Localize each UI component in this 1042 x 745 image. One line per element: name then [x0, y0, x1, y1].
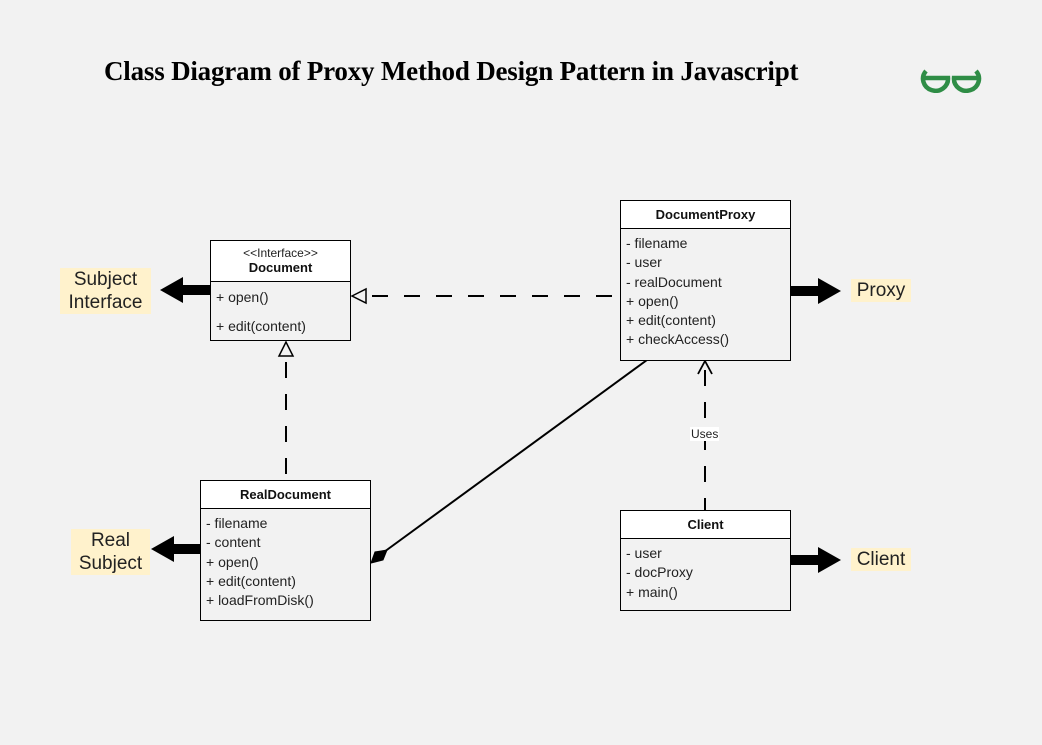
- composition-proxy-to-realdocument: [370, 359, 648, 564]
- class-member: - content: [206, 534, 261, 551]
- class-header: <<Interface>> Document: [211, 241, 350, 282]
- class-member: - realDocument: [626, 273, 722, 290]
- class-name: Client: [687, 517, 724, 532]
- class-member: - docProxy: [626, 564, 693, 581]
- uses-label: Uses: [690, 427, 720, 441]
- class-client[interactable]: Client - user - docProxy + main(): [620, 510, 791, 611]
- class-header: RealDocument: [201, 481, 370, 509]
- thick-arrow-realdocument-to-realsubject: [151, 536, 201, 562]
- class-member: + open(): [626, 292, 679, 309]
- class-name: RealDocument: [239, 487, 332, 502]
- class-document[interactable]: <<Interface>> Document + open() + edit(c…: [210, 240, 351, 341]
- class-member: - user: [626, 254, 662, 271]
- class-member: + edit(content): [206, 572, 296, 589]
- class-real-document[interactable]: RealDocument - filename - content + open…: [200, 480, 371, 621]
- class-member: + checkAccess(): [626, 331, 730, 348]
- label-subject-interface: Subject Interface: [60, 268, 151, 314]
- class-member: + open(): [206, 553, 259, 570]
- label-proxy: Proxy: [851, 279, 911, 302]
- thick-arrow-document-to-subject: [160, 277, 211, 303]
- diagram-title: Class Diagram of Proxy Method Design Pat…: [104, 56, 799, 86]
- class-member: + main(): [626, 583, 678, 600]
- thick-arrow-client-to-label: [790, 547, 841, 573]
- class-member: + loadFromDisk(): [206, 592, 314, 609]
- class-member: - filename: [206, 515, 268, 531]
- realization-realdocument-to-document: [277, 340, 295, 481]
- label-client: Client: [851, 548, 911, 571]
- class-header: DocumentProxy: [621, 201, 790, 229]
- class-header: Client: [621, 511, 790, 539]
- class-name: DocumentProxy: [655, 207, 756, 222]
- class-member: + edit(content): [216, 318, 306, 334]
- geeksforgeeks-logo-icon: [920, 69, 982, 93]
- label-real-subject: Real Subject: [71, 529, 150, 575]
- class-member: + open(): [216, 289, 269, 305]
- class-document-proxy[interactable]: DocumentProxy - filename - user - realDo…: [620, 200, 791, 361]
- class-name: Document: [248, 260, 313, 275]
- class-member: - user: [626, 545, 662, 561]
- stereotype: <<Interface>>: [243, 246, 318, 260]
- thick-arrow-proxy-to-label: [790, 278, 841, 304]
- class-member: - filename: [626, 235, 688, 251]
- class-member: + edit(content): [626, 312, 716, 329]
- realization-proxy-to-document: [350, 287, 620, 305]
